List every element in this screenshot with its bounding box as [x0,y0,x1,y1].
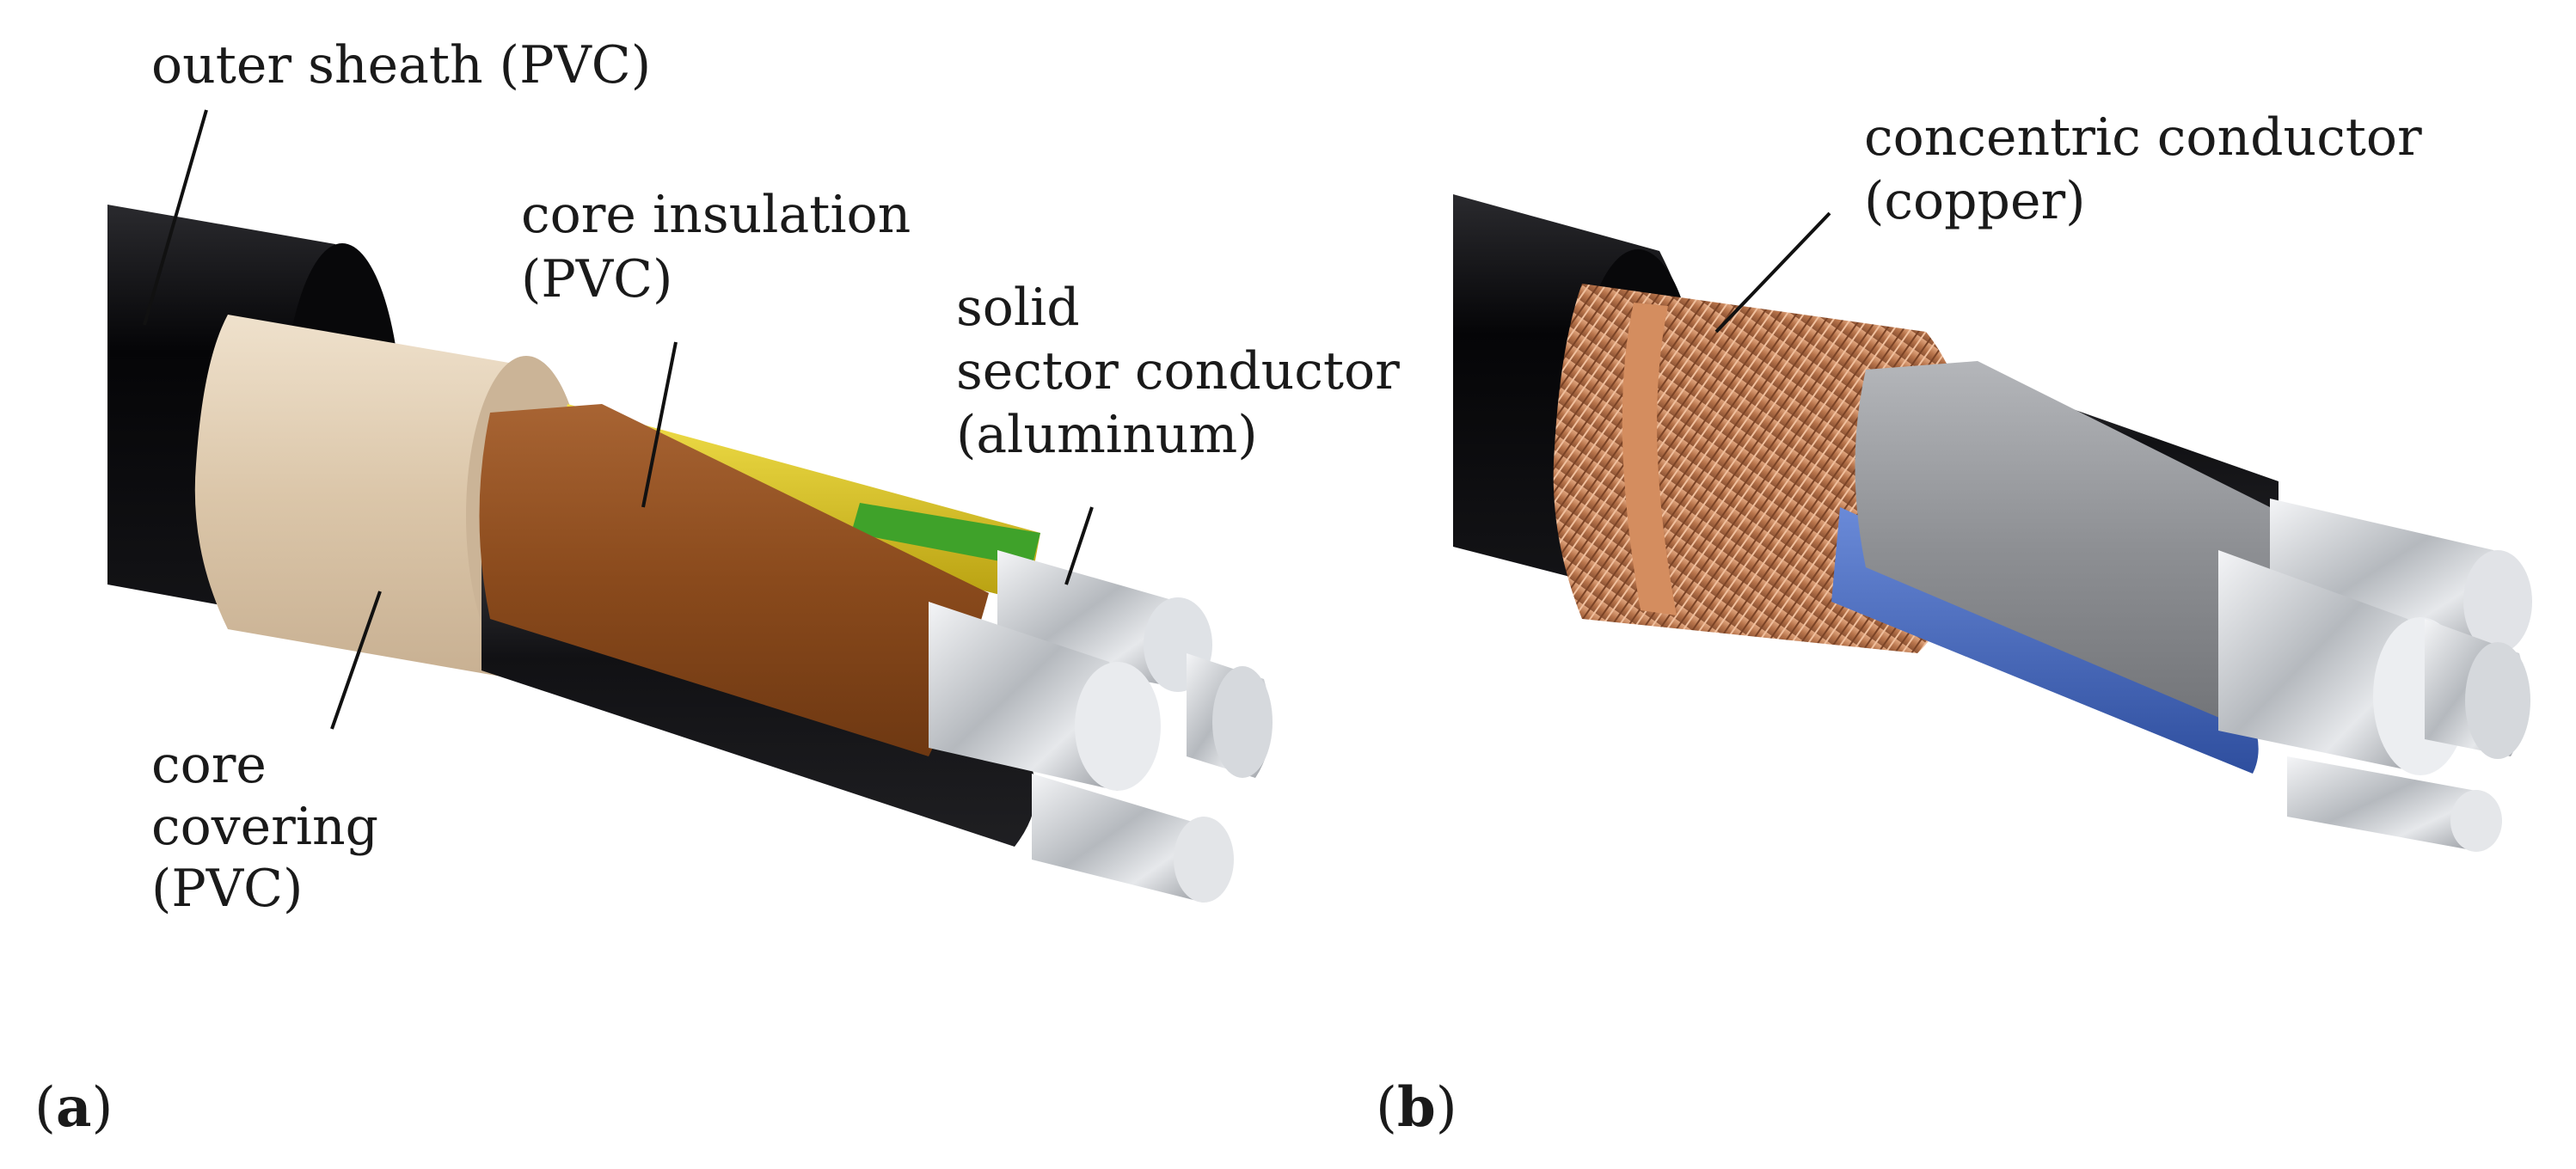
label-outer-sheath: outer sheath (PVC) [151,35,651,95]
aluminum-conductors-a [929,550,1273,903]
brown-core-a [479,404,989,756]
leader-sector-conductor [1064,506,1094,585]
panel-letter-a: (a) [34,1075,113,1140]
label-sector-conductor: solid sector conductor (aluminum) [956,278,1416,465]
panel-b-illustration [1453,194,2532,852]
leader-outer-sheath [143,109,208,326]
label-core-insulation: core insulation (PVC) [521,185,927,309]
grey-core-b [1855,361,2321,739]
aluminum-conductors-b [2218,499,2532,852]
panel-letter-b: (b) [1376,1075,1457,1140]
leader-concentric-conductor [1714,211,1831,334]
panel-a-illustration [107,205,1273,903]
leader-core-covering [330,591,382,730]
label-concentric-conductor: concentric conductor (copper) [1864,107,2438,231]
leader-core-insulation [641,341,678,508]
label-core-covering: core covering (PVC) [151,735,395,919]
